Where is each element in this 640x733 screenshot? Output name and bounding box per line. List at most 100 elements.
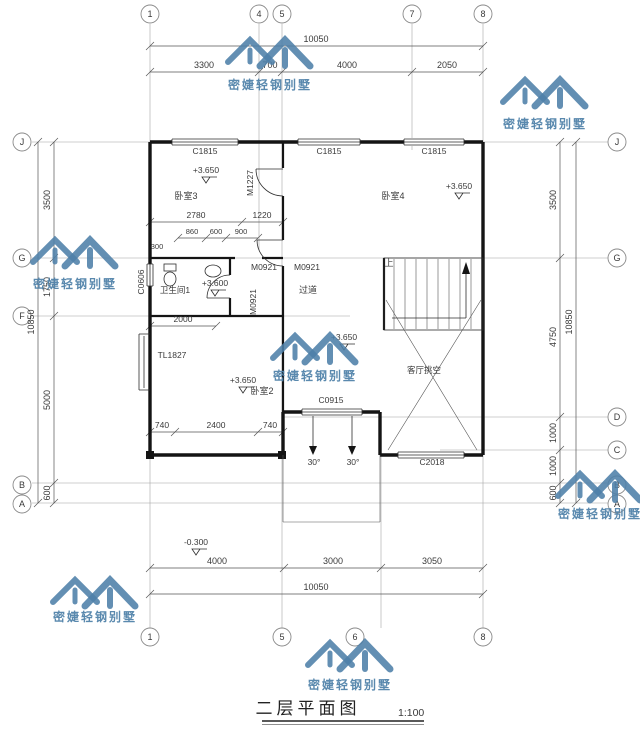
dim-top-seg: 2050	[437, 60, 457, 70]
bathroom-fixtures	[163, 263, 222, 287]
room-label-bathroom: 卫生间1	[160, 285, 191, 295]
dim-left-seg: 3500	[42, 190, 52, 210]
dim-top-total: 10050	[303, 34, 328, 44]
watermark-text: 密婕轻钢别墅	[273, 368, 357, 383]
grid-lines	[32, 24, 608, 628]
angle-label: 30°	[347, 457, 360, 467]
door-label-m0921: M0921	[294, 262, 320, 272]
watermark-text: 密婕轻钢别墅	[33, 276, 117, 291]
dim-top-seg: 3300	[194, 60, 214, 70]
watermarks: 密婕轻钢别墅 密婕轻钢别墅 密婕轻钢别墅 密婕轻钢别墅 密婕轻钢别墅 密婕轻钢别…	[33, 40, 640, 692]
door-label-m1227: M1227	[245, 170, 255, 196]
windows	[138, 138, 465, 459]
axis-label: G	[18, 253, 25, 263]
dim-inner: 600	[210, 227, 223, 236]
watermark-text: 密婕轻钢别墅	[228, 77, 312, 92]
terrace-outline	[282, 416, 381, 523]
door-label-m0921: M0921	[251, 262, 277, 272]
drawing-title: 二层平面图 1:100	[256, 699, 424, 725]
dim-inner: 300	[151, 242, 164, 251]
axis-label: 5	[279, 632, 284, 642]
dim-right-seg: 4750	[548, 327, 558, 347]
watermark-text: 密婕轻钢别墅	[308, 677, 392, 692]
dim-left-total: 10850	[26, 309, 36, 334]
staircase	[383, 257, 484, 331]
room-label-bedroom3: 卧室3	[174, 190, 197, 201]
dim-right-seg: 3500	[548, 190, 558, 210]
dim-inner: 2400	[207, 420, 226, 430]
watermark-logo-icon	[228, 40, 310, 66]
axis-label: 5	[279, 9, 284, 19]
axis-label: 1	[147, 9, 152, 19]
title-scale: 1:100	[398, 707, 424, 719]
axis-label: D	[614, 412, 621, 422]
watermark-text: 密婕轻钢别墅	[558, 506, 640, 521]
door-swings	[206, 168, 284, 299]
axis-label: G	[613, 253, 620, 263]
axis-label: 4	[256, 9, 261, 19]
dim-inner: 2780	[187, 210, 206, 220]
window-label-c1815: C1815	[316, 146, 341, 156]
window-label-c1815: C1815	[192, 146, 217, 156]
angle-label: 30°	[308, 457, 321, 467]
dim-inner: 1220	[253, 210, 272, 220]
dim-right-seg: 1000	[548, 456, 558, 476]
dim-left-seg: 1750	[42, 277, 52, 297]
watermark-text: 密婕轻钢别墅	[53, 609, 137, 624]
dim-right-seg: 600	[548, 485, 558, 500]
dim-bottom-seg: 3000	[323, 556, 343, 566]
dimension-lines	[33, 41, 581, 599]
door-label-m0921: M0921	[248, 289, 258, 315]
window-label-tl1827: TL1827	[158, 350, 187, 360]
dim-bottom-seg: 3050	[422, 556, 442, 566]
level-text: +3.650	[193, 165, 220, 175]
watermark-logo-icon	[308, 643, 390, 669]
dim-inner: 740	[155, 420, 169, 430]
room-label-bedroom2: 卧室2	[250, 385, 273, 396]
title-text: 二层平面图	[256, 699, 361, 718]
axis-label: 7	[409, 9, 414, 19]
axis-label: B	[19, 480, 25, 490]
axis-label: C	[614, 445, 621, 455]
dim-inner: 740	[263, 420, 277, 430]
dim-top-seg: 700	[262, 60, 277, 70]
dim-right-total: 10850	[564, 309, 574, 334]
dim-top-seg: 4000	[337, 60, 357, 70]
stairs-up-label: 上	[384, 258, 393, 268]
dim-left-seg: 5000	[42, 390, 52, 410]
room-label-corridor: 过道	[299, 284, 317, 295]
axis-label: A	[614, 499, 620, 509]
axis-bubbles: 1 4 5 7 8 1 5 6 8 J G F B A J G D C B A	[12, 4, 627, 647]
dim-inner: 2000	[174, 314, 193, 324]
dim-inner: 860	[186, 227, 199, 236]
level-text: +3.600	[202, 278, 229, 288]
room-label-bedroom4: 卧室4	[381, 190, 404, 201]
dim-left-seg: 600	[42, 485, 52, 500]
watermark-logo-icon	[503, 80, 585, 106]
window-label-c0915: C0915	[318, 395, 343, 405]
axis-label: F	[19, 311, 25, 321]
dim-bottom-seg: 4000	[207, 556, 227, 566]
axis-label: 6	[352, 632, 357, 642]
level-text: +3.650	[230, 375, 257, 385]
axis-label: 1	[147, 632, 152, 642]
interior-walls	[150, 142, 386, 412]
watermark-logo-icon	[558, 474, 640, 500]
room-labels: 卧室3 卧室4 卫生间1 过道 卧室2 客厅挑空 上	[160, 190, 441, 396]
window-label-c2018: C2018	[419, 457, 444, 467]
void-diagonals	[385, 299, 482, 451]
axis-label: 8	[480, 632, 485, 642]
level-marks: +3.650 +3.650 +3.600 +3.650 +3.650 -0.30…	[184, 165, 473, 556]
axis-label: J	[20, 137, 25, 147]
axis-label: 8	[480, 9, 485, 19]
slope-angle-labels: 30° 30°	[308, 457, 360, 467]
level-text: +3.650	[446, 181, 473, 191]
window-label-c0606: C0606	[136, 269, 146, 294]
level-text: +3.650	[331, 332, 358, 342]
dimension-text: 10050 3300 700 4000 2050 4000 3000 3050 …	[26, 34, 574, 592]
opening-labels: C1815 C1815 C1815 M1227 C0606 M0921 M092…	[136, 146, 447, 467]
level-text-ground: -0.300	[184, 537, 208, 547]
watermark-logo-icon	[53, 580, 135, 606]
room-label-void: 客厅挑空	[407, 365, 441, 375]
